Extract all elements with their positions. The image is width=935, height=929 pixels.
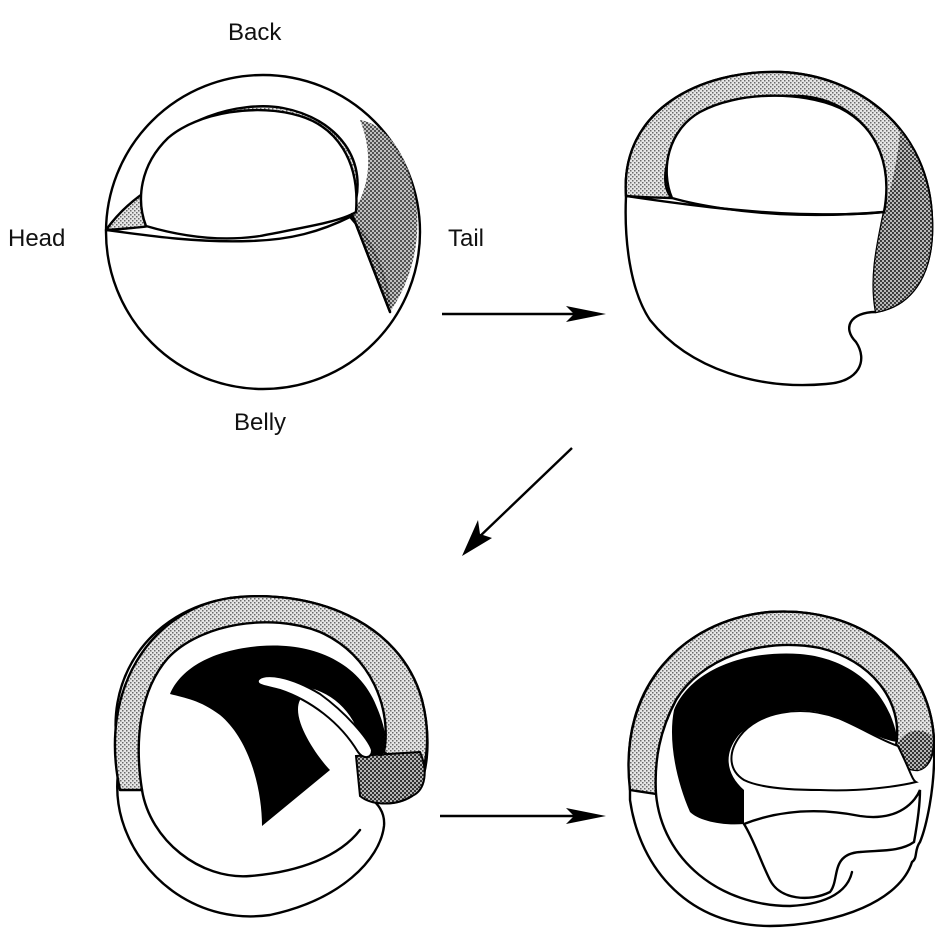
arrow-stage-3-to-4: [440, 808, 606, 824]
stage-1-embryo: [106, 75, 420, 389]
tail-label: Tail: [448, 225, 484, 252]
arrow-stage-2-to-3: [462, 448, 572, 556]
arrow-stage-1-to-2: [442, 306, 606, 322]
stage-4-embryo: [629, 612, 935, 926]
stage-3-embryo: [115, 596, 428, 916]
head-label: Head: [8, 225, 65, 252]
stage-3-blastopore-lip: [356, 752, 425, 804]
belly-label: Belly: [234, 409, 286, 436]
stage-2-embryo: [626, 72, 933, 385]
back-label: Back: [228, 19, 282, 46]
